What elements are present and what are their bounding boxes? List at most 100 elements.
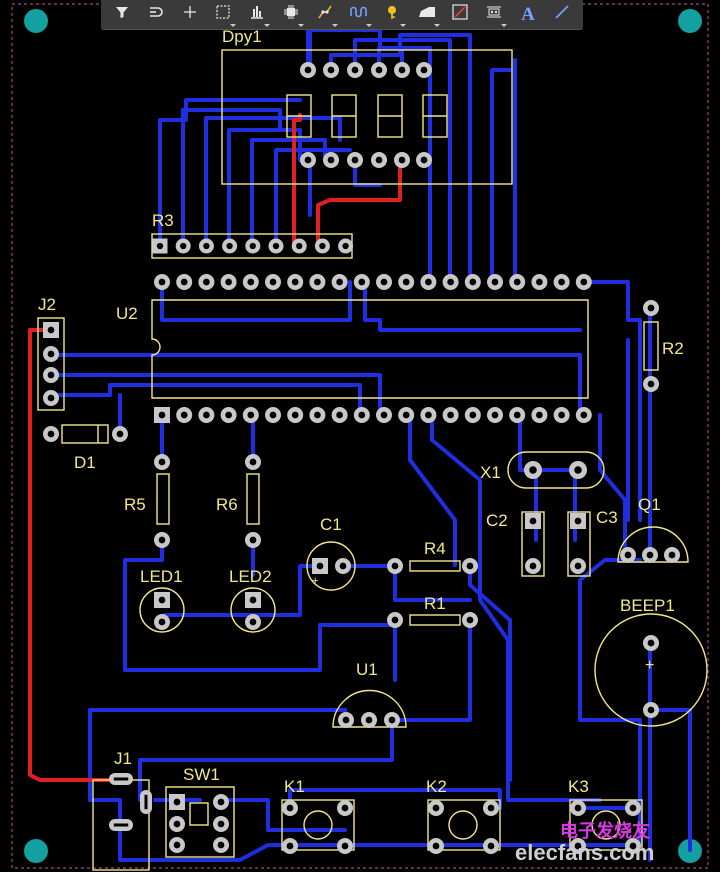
c2-pad-1-hole (529, 517, 537, 525)
k1-pad-2-hole (341, 804, 349, 812)
r5-pad-2-hole (158, 536, 166, 544)
route-icon (147, 4, 165, 25)
designator-r1: R1 (424, 594, 446, 613)
bottom-layer-traces (46, 28, 692, 862)
u2-pad-bottom-5-hole (247, 411, 255, 419)
j2-pad-4-hole (47, 394, 55, 402)
place-via-tool[interactable] (380, 2, 406, 28)
filter-tool[interactable] (109, 2, 135, 28)
select-area-tool[interactable] (210, 2, 237, 28)
dashed-rect-icon (215, 4, 231, 25)
watermark-line2: elecfans.com (515, 840, 654, 865)
u1-outline (332, 689, 407, 728)
pads-layer (43, 62, 680, 854)
c1-outline (306, 541, 356, 591)
text-icon: A (521, 3, 535, 25)
beep1-outline (594, 613, 708, 727)
x1-outline (507, 451, 605, 489)
dpy1-pad-top-5-hole (398, 66, 406, 74)
r3-pad-6-hole (272, 242, 280, 250)
r3-pad-8-hole (319, 242, 326, 250)
component-tool[interactable] (278, 2, 305, 28)
u2-pad-bottom-20-hole (580, 411, 588, 419)
dimension-icon (452, 4, 468, 25)
k2-outline (427, 799, 501, 851)
k3-pad-4-hole (629, 842, 637, 850)
route-tool[interactable] (143, 2, 169, 28)
wave-icon (350, 4, 368, 25)
u2-pad-bottom-2-hole (180, 411, 188, 419)
dimension-tool[interactable] (447, 2, 473, 28)
r4-pad-1-hole (391, 562, 399, 570)
align-tool[interactable] (244, 2, 271, 28)
r1-outline (409, 614, 461, 626)
sw1-pad-6-hole (217, 841, 225, 849)
sw1-pad-1-hole (173, 798, 181, 806)
room-tool[interactable] (481, 2, 508, 28)
designator-c1: C1 (320, 515, 342, 534)
c3-pad-1-hole (574, 517, 582, 525)
k1-pad-3-hole (286, 842, 294, 850)
r6-pad-2-hole (249, 536, 257, 544)
r4-pad-2-hole (466, 562, 474, 570)
dpy1-pad-top-2-hole (327, 66, 335, 74)
designator-c2: C2 (486, 511, 508, 530)
designator-sw1: SW1 (183, 765, 220, 784)
dpy1-pad-bottom-1-hole (304, 156, 312, 164)
dpy1-pad-bottom-4-hole (375, 156, 383, 164)
designator-x1: X1 (480, 463, 501, 482)
u2-pad-top-11-hole (380, 278, 388, 286)
tune-length-tool[interactable] (346, 2, 372, 28)
pin-icon (385, 4, 401, 25)
c3-pad-2-hole (574, 562, 582, 570)
x1-pad-2-hole (574, 466, 582, 474)
designator-k1: K1 (284, 777, 305, 796)
designator-d1: D1 (74, 453, 96, 472)
q1-pad-2-hole (646, 551, 654, 559)
r3-pad-5-hole (249, 242, 256, 250)
r2-outline (643, 321, 659, 371)
sw1-outline (165, 786, 235, 858)
u2-pad-bottom-15-hole (469, 411, 477, 419)
u2-pad-bottom-18-hole (536, 411, 543, 419)
c1-pad-2-hole (339, 562, 347, 570)
led2-pad-1-hole (249, 596, 257, 604)
r3-pad-9-hole (342, 242, 349, 250)
k3-outline (569, 799, 643, 851)
place-tool[interactable] (177, 2, 203, 28)
watermark: 电子发烧友 elecfans.com (515, 820, 654, 865)
interactive-route-tool[interactable] (312, 2, 338, 28)
designator-r2: R2 (662, 339, 684, 358)
d1-pad-2-hole (116, 430, 124, 438)
u2-pad-top-4-hole (225, 278, 232, 286)
dpy1-pad-bottom-2-hole (327, 156, 335, 164)
polygon-tool[interactable] (414, 2, 440, 28)
u1-pad-3-hole (388, 716, 396, 724)
designators: Dpy1 R3 U2 J2 R2 D1 X1 R5 R6 C1 C2 C3 Q1… (38, 27, 684, 796)
u2-pad-top-14-hole (447, 278, 454, 286)
u2-pad-bottom-4-hole (225, 411, 232, 419)
designator-dpy1: Dpy1 (222, 27, 262, 46)
u2-pad-bottom-17-hole (513, 411, 521, 419)
top-layer-traces (28, 113, 402, 782)
designator-r6: R6 (216, 495, 238, 514)
k3-pad-1-hole (574, 804, 582, 812)
d1-outline (61, 424, 109, 444)
line-tool[interactable] (549, 2, 575, 28)
polygon-icon (418, 4, 436, 25)
chip-icon (283, 4, 299, 25)
u2-pad-top-5-hole (247, 278, 255, 286)
designator-u1: U1 (356, 660, 378, 679)
q1-pad-1-hole (624, 551, 632, 559)
k1-pad-1-hole (286, 804, 294, 812)
filter-icon (114, 4, 130, 25)
silkscreen-outlines (37, 49, 708, 871)
r2-pad-2-hole (647, 380, 655, 388)
j2-pad-3-hole (47, 371, 55, 379)
d1-pad-1-hole (47, 430, 55, 438)
j2-outline (37, 317, 65, 411)
text-tool[interactable]: A (515, 2, 541, 28)
c2-pad-2-hole (529, 562, 537, 570)
u2-pad-top-8-hole (314, 278, 321, 286)
